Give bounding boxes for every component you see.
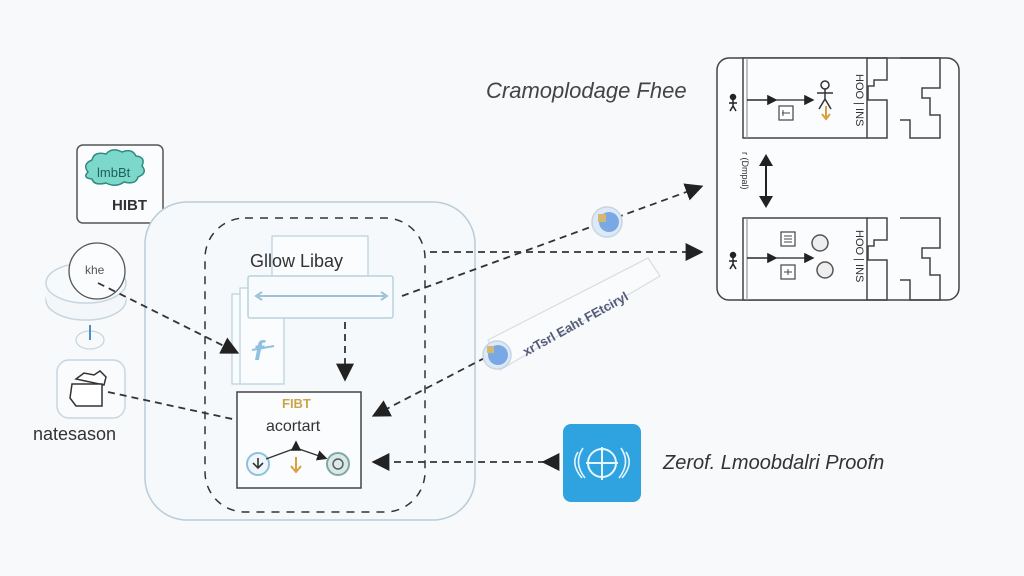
side-vertical-text: r (Dmpal): [740, 152, 750, 190]
orange-down-arrow-icon: [290, 457, 302, 474]
face-badge-icon: [811, 234, 829, 252]
library-stack[interactable]: f: [231, 235, 394, 385]
inner-box-tag: FIBT: [282, 396, 311, 411]
cloud-label: lmbBt: [97, 165, 131, 180]
orange-down-arrow-icon: [821, 106, 831, 121]
sync-circle-icon: [326, 452, 350, 476]
person-icon: [729, 93, 737, 112]
formula-icon: f: [254, 335, 266, 366]
robot-badge-icon: [816, 261, 834, 279]
actor-figure-icon: [817, 80, 833, 110]
person-icon: [729, 251, 737, 270]
cloud-icon: [85, 149, 145, 186]
diagonal-banner[interactable]: [482, 257, 661, 371]
top-lane-vertical-text: HOO | INS: [853, 74, 865, 127]
bottom-lane-vertical-text: HOO | INS: [853, 230, 865, 283]
zero-proof-icon[interactable]: [563, 424, 641, 502]
acortart-box[interactable]: [236, 391, 362, 489]
connectors: [97, 183, 704, 471]
disk-label: khe: [85, 263, 105, 277]
inner-box-label: acortart: [266, 418, 321, 435]
upper-link-node[interactable]: [591, 206, 623, 238]
library-label: Gllow Libay: [250, 251, 344, 271]
disk-node[interactable]: [45, 242, 127, 321]
hibt-card[interactable]: [76, 144, 167, 231]
folder-icon: [69, 370, 107, 407]
right-panel[interactable]: [716, 57, 960, 301]
zero-badge-label: Zerof. Lmoobdalri Proofn: [663, 452, 885, 474]
diagram-title: Cramoplodage Fhee: [486, 78, 687, 103]
hibt-label: HIBT: [112, 197, 147, 214]
folder-caption: natesason: [33, 424, 117, 444]
vertical-double-arrow-icon: [759, 154, 773, 208]
folder-tile[interactable]: [56, 359, 126, 419]
